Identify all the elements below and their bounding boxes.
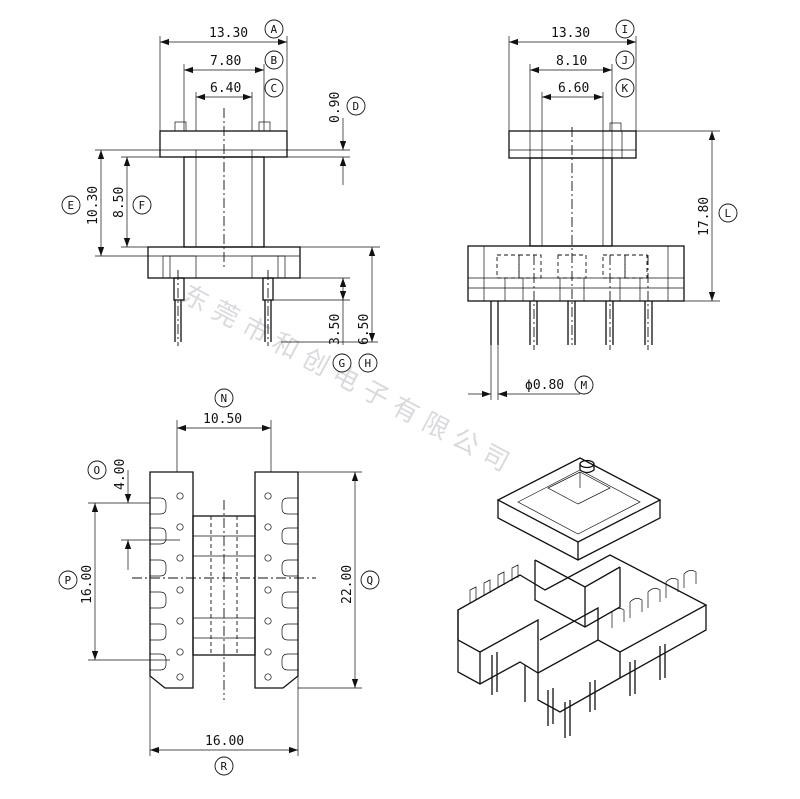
dim-f-value: 8.50 <box>112 187 127 218</box>
svg-text:F: F <box>139 199 146 212</box>
dim-j-label: J <box>615 50 635 70</box>
svg-text:N: N <box>221 392 228 405</box>
side-view <box>467 122 685 350</box>
dim-a-label: A <box>264 19 284 39</box>
svg-text:I: I <box>622 23 629 36</box>
top-view <box>132 471 316 700</box>
dim-l-value: 17.80 <box>697 197 712 236</box>
dim-r-value: 16.00 <box>205 734 244 749</box>
dim-l-label: L <box>718 203 738 223</box>
front-view <box>147 108 301 346</box>
side-view-pins <box>490 255 653 350</box>
top-view-left-comb-slots <box>150 492 184 681</box>
dim-c-value: 6.40 <box>210 81 241 96</box>
svg-text:E: E <box>68 199 75 212</box>
dim-n-value: 10.50 <box>203 412 242 427</box>
dim-d-label: D <box>346 96 366 116</box>
dim-h-value: 6.50 <box>357 314 372 345</box>
dim-b-value: 7.80 <box>210 54 241 69</box>
dim-q-value: 22.00 <box>340 565 355 604</box>
top-view-dimensions: 10.50 N 4.00 O 16.00 P 22.00 Q <box>58 388 380 776</box>
isometric-view <box>457 457 708 738</box>
watermark-text: 东莞市和创电子有限公司 <box>177 280 521 482</box>
dim-q-label: Q <box>360 570 380 590</box>
dim-o-label: O <box>87 460 107 480</box>
dim-i-value: 13.30 <box>551 26 590 41</box>
dim-k-label: K <box>615 78 635 98</box>
dim-r-label: R <box>214 756 234 776</box>
dim-n-label: N <box>214 388 234 408</box>
dim-a-value: 13.30 <box>209 26 248 41</box>
dim-d-value: 0.90 <box>328 92 343 123</box>
dim-g-label: G <box>332 353 352 373</box>
dim-o-value: 4.00 <box>113 459 128 490</box>
svg-text:Q: Q <box>367 574 374 587</box>
dim-p-label: P <box>58 570 78 590</box>
svg-text:H: H <box>365 357 372 370</box>
dim-c-label: C <box>264 78 284 98</box>
svg-text:G: G <box>339 357 346 370</box>
svg-text:A: A <box>271 23 278 36</box>
dim-i-label: I <box>615 19 635 39</box>
side-view-dimensions: 13.30 I 8.10 J 6.60 K 17.80 L <box>468 19 738 400</box>
svg-text:L: L <box>725 207 732 220</box>
svg-text:D: D <box>353 100 360 113</box>
dim-h-label: H <box>358 353 378 373</box>
dim-m-value: ϕ0.80 <box>525 378 564 393</box>
dim-f-label: F <box>132 195 152 215</box>
dim-g-value: 3.50 <box>328 314 343 345</box>
dim-e-label: E <box>61 195 81 215</box>
svg-text:R: R <box>221 760 228 773</box>
svg-text:C: C <box>271 82 278 95</box>
svg-text:M: M <box>581 379 588 392</box>
svg-text:K: K <box>622 82 629 95</box>
dim-p-value: 16.00 <box>80 565 95 604</box>
svg-text:O: O <box>94 464 101 477</box>
svg-text:J: J <box>622 54 629 67</box>
dim-j-value: 8.10 <box>556 54 587 69</box>
top-view-right-comb-slots <box>264 492 298 681</box>
dim-e-value: 10.30 <box>86 186 101 225</box>
svg-text:P: P <box>65 574 72 587</box>
svg-text:B: B <box>271 54 278 67</box>
dim-b-label: B <box>264 50 284 70</box>
dim-m-label: M <box>574 375 594 395</box>
dim-k-value: 6.60 <box>558 81 589 96</box>
front-view-dimensions: 13.30 A 7.80 B 6.40 C 0.90 D <box>61 19 380 373</box>
